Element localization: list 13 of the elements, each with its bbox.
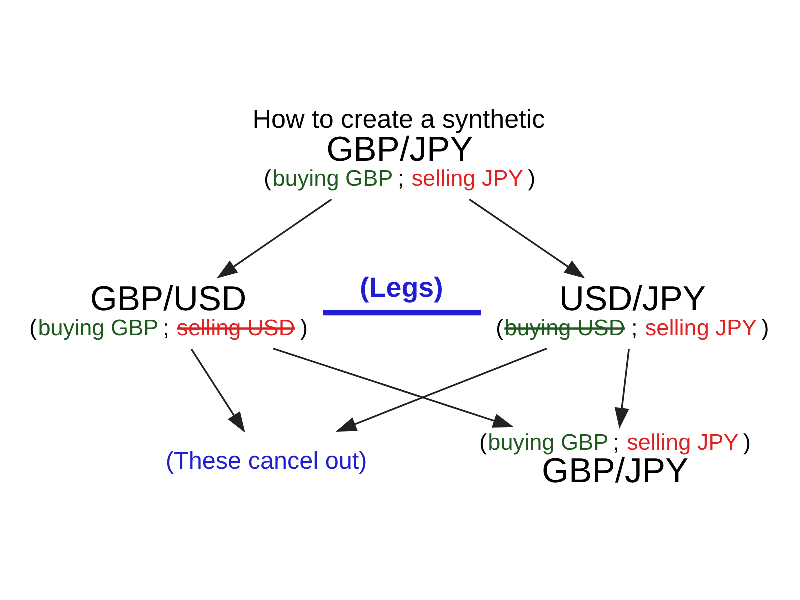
- arrow: [614, 349, 630, 429]
- arrow: [190, 348, 246, 433]
- arrow: [216, 198, 332, 279]
- node-text: How to create a synthetic GBP/JPY (buying GBP; selling JPY): [252, 104, 546, 192]
- arrow: [273, 348, 514, 428]
- edge-label: (Legs): [360, 272, 444, 304]
- arrow: [336, 348, 548, 432]
- node-text: USD/JPY (buying USD; selling JPY): [496, 280, 770, 340]
- node-text: (These cancel out): [166, 448, 368, 475]
- connector: [323, 310, 482, 316]
- node-text: (buying GBP; selling JPY) GBP/JPY: [479, 430, 752, 490]
- arrow: [469, 198, 586, 279]
- node-text: GBP/USD (buying GBP; selling USD): [30, 280, 308, 340]
